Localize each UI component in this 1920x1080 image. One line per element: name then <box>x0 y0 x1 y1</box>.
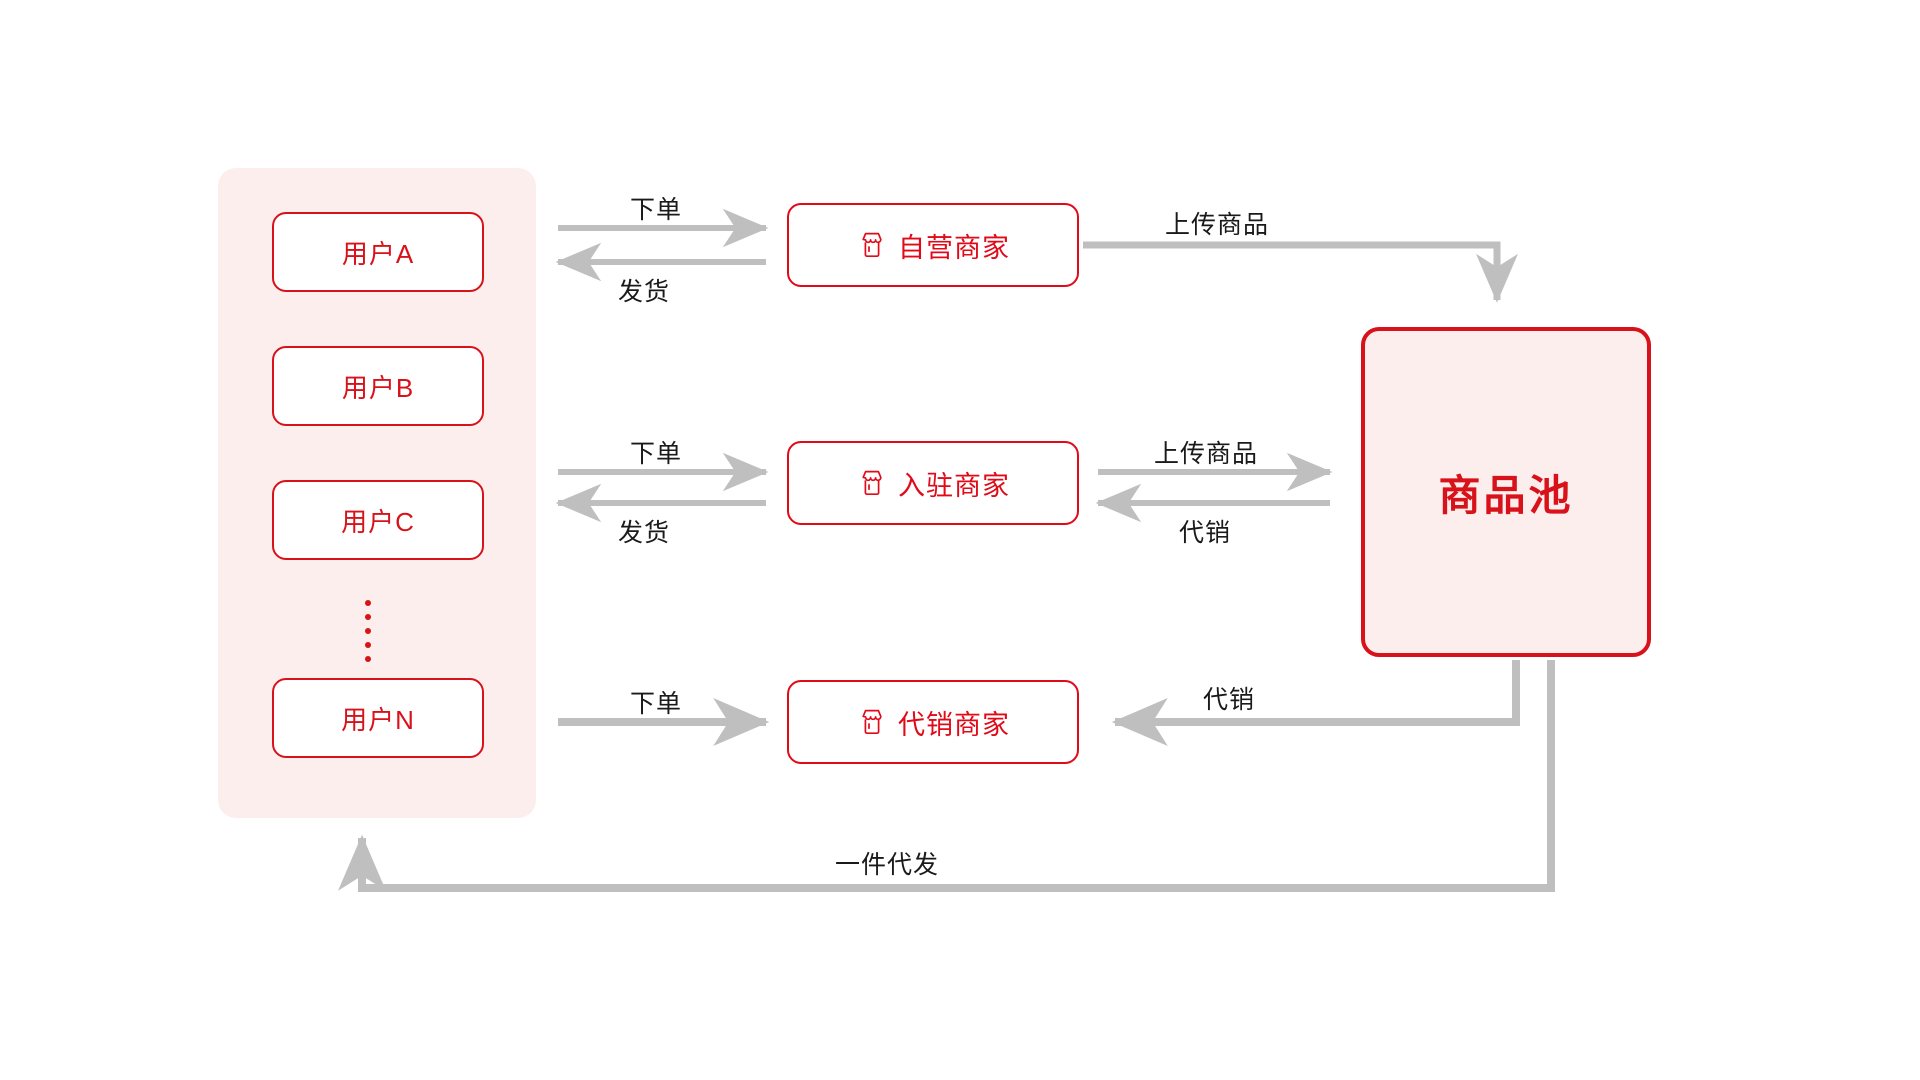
user-label: 用户C <box>341 506 415 537</box>
product-pool-box[interactable]: 商品池 <box>1361 327 1651 657</box>
edge-label-order-bottom: 下单 <box>630 690 683 718</box>
edge-label-order-mid: 下单 <box>630 440 683 468</box>
user-box-c[interactable]: 用户C <box>272 480 484 560</box>
edge-label-upload-mid: 上传商品 <box>1154 440 1259 468</box>
product-pool-label: 商品池 <box>1438 471 1574 519</box>
edge-label-ship-top: 发货 <box>618 278 671 306</box>
user-label: 用户A <box>341 238 415 269</box>
user-label: 用户N <box>341 704 415 735</box>
edge-consign-bottom <box>1111 660 1520 747</box>
edge-label-ship-mid: 发货 <box>618 519 671 547</box>
edge-upload-top <box>1083 241 1519 303</box>
user-box-n[interactable]: 用户N <box>272 678 484 758</box>
storefront-icon <box>862 232 882 258</box>
merchant-label: 入驻商家 <box>898 470 1010 501</box>
dot <box>365 642 371 648</box>
storefront-icon <box>862 470 882 496</box>
dot <box>365 656 371 662</box>
dot <box>365 614 371 620</box>
edge-label-order-top: 下单 <box>630 196 683 224</box>
dot <box>365 628 371 634</box>
edge-label-consign-bottom: 代销 <box>1203 686 1256 714</box>
edge-label-dropship: 一件代发 <box>835 851 940 879</box>
merchant-label: 自营商家 <box>898 232 1010 263</box>
merchant-box-onboarded[interactable]: 入驻商家 <box>787 441 1079 525</box>
edge-dropship <box>337 660 1555 892</box>
merchant-box-self-operated[interactable]: 自营商家 <box>787 203 1079 287</box>
user-box-b[interactable]: 用户B <box>272 346 484 426</box>
edge-label-upload-top: 上传商品 <box>1165 211 1270 239</box>
storefront-icon <box>862 709 882 735</box>
user-label: 用户B <box>341 372 415 403</box>
dot <box>365 600 371 606</box>
edge-label-consign-mid: 代销 <box>1179 519 1232 547</box>
user-box-a[interactable]: 用户A <box>272 212 484 292</box>
merchant-box-consignment[interactable]: 代销商家 <box>787 680 1079 764</box>
merchant-label: 代销商家 <box>898 709 1010 740</box>
ellipsis-dots <box>363 600 373 662</box>
